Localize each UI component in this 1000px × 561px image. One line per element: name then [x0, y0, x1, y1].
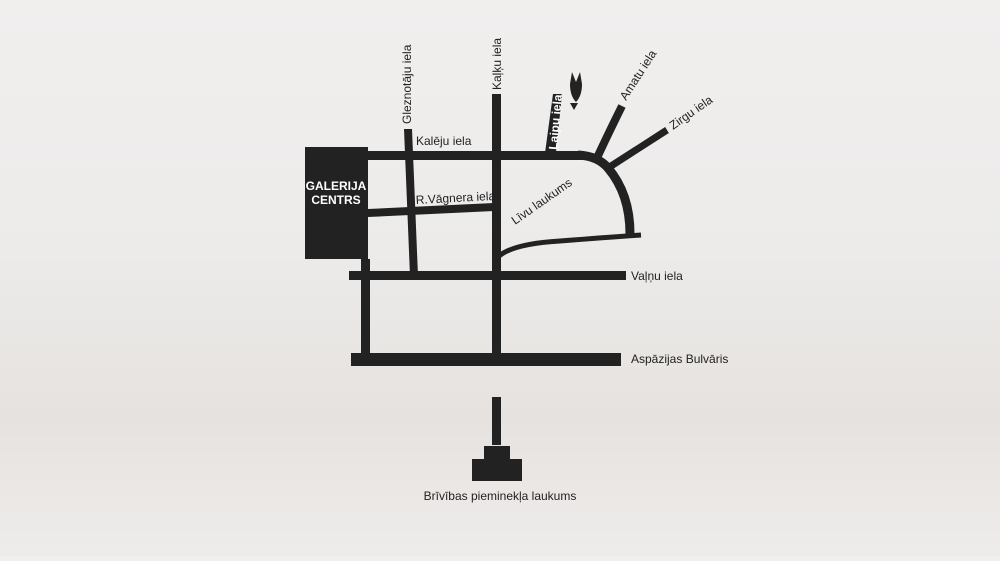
aspazijas-road [351, 353, 621, 366]
monument-middle [484, 446, 510, 460]
gleznotaju-label: Gleznotāju iela [400, 44, 414, 124]
kalku-road [492, 94, 501, 358]
kaleju-curve-road [577, 150, 635, 235]
monument-base [472, 459, 522, 481]
zirgu-label: Zirgu iela [667, 92, 716, 132]
amatu-label: Amatu iela [617, 47, 660, 102]
kalku-label: Kaļķu iela [490, 38, 504, 90]
livu-label: Līvu laukums [509, 175, 575, 227]
gleznotaju-road [404, 129, 418, 276]
galerija-label-line2: CENTRS [311, 193, 360, 207]
amatu-road [592, 104, 626, 162]
valnu-road [349, 271, 626, 280]
livu-laukums-road [495, 232, 642, 260]
vagnera-road [368, 203, 494, 217]
vagnera-label: R.Vāgnera iela [415, 189, 495, 207]
zirgu-road [606, 127, 669, 171]
kaleju-road [366, 151, 582, 160]
laipu-road [545, 94, 562, 153]
wolf-head-icon [570, 72, 582, 102]
aspazijas-label: Aspāzijas Bulvāris [631, 352, 728, 366]
galerija-label-line1: GALERIJA [306, 179, 367, 193]
monument-road [492, 397, 501, 445]
west-road [361, 259, 370, 356]
down-arrow-icon [570, 103, 578, 110]
kaleju-label: Kalēju iela [416, 134, 472, 148]
galerija-centrs-building [305, 147, 368, 259]
valnu-label: Vaļņu iela [631, 269, 683, 283]
laipu-label: Laipu iela [546, 94, 565, 151]
monument-label: Brīvības pieminekļa laukums [424, 489, 577, 503]
